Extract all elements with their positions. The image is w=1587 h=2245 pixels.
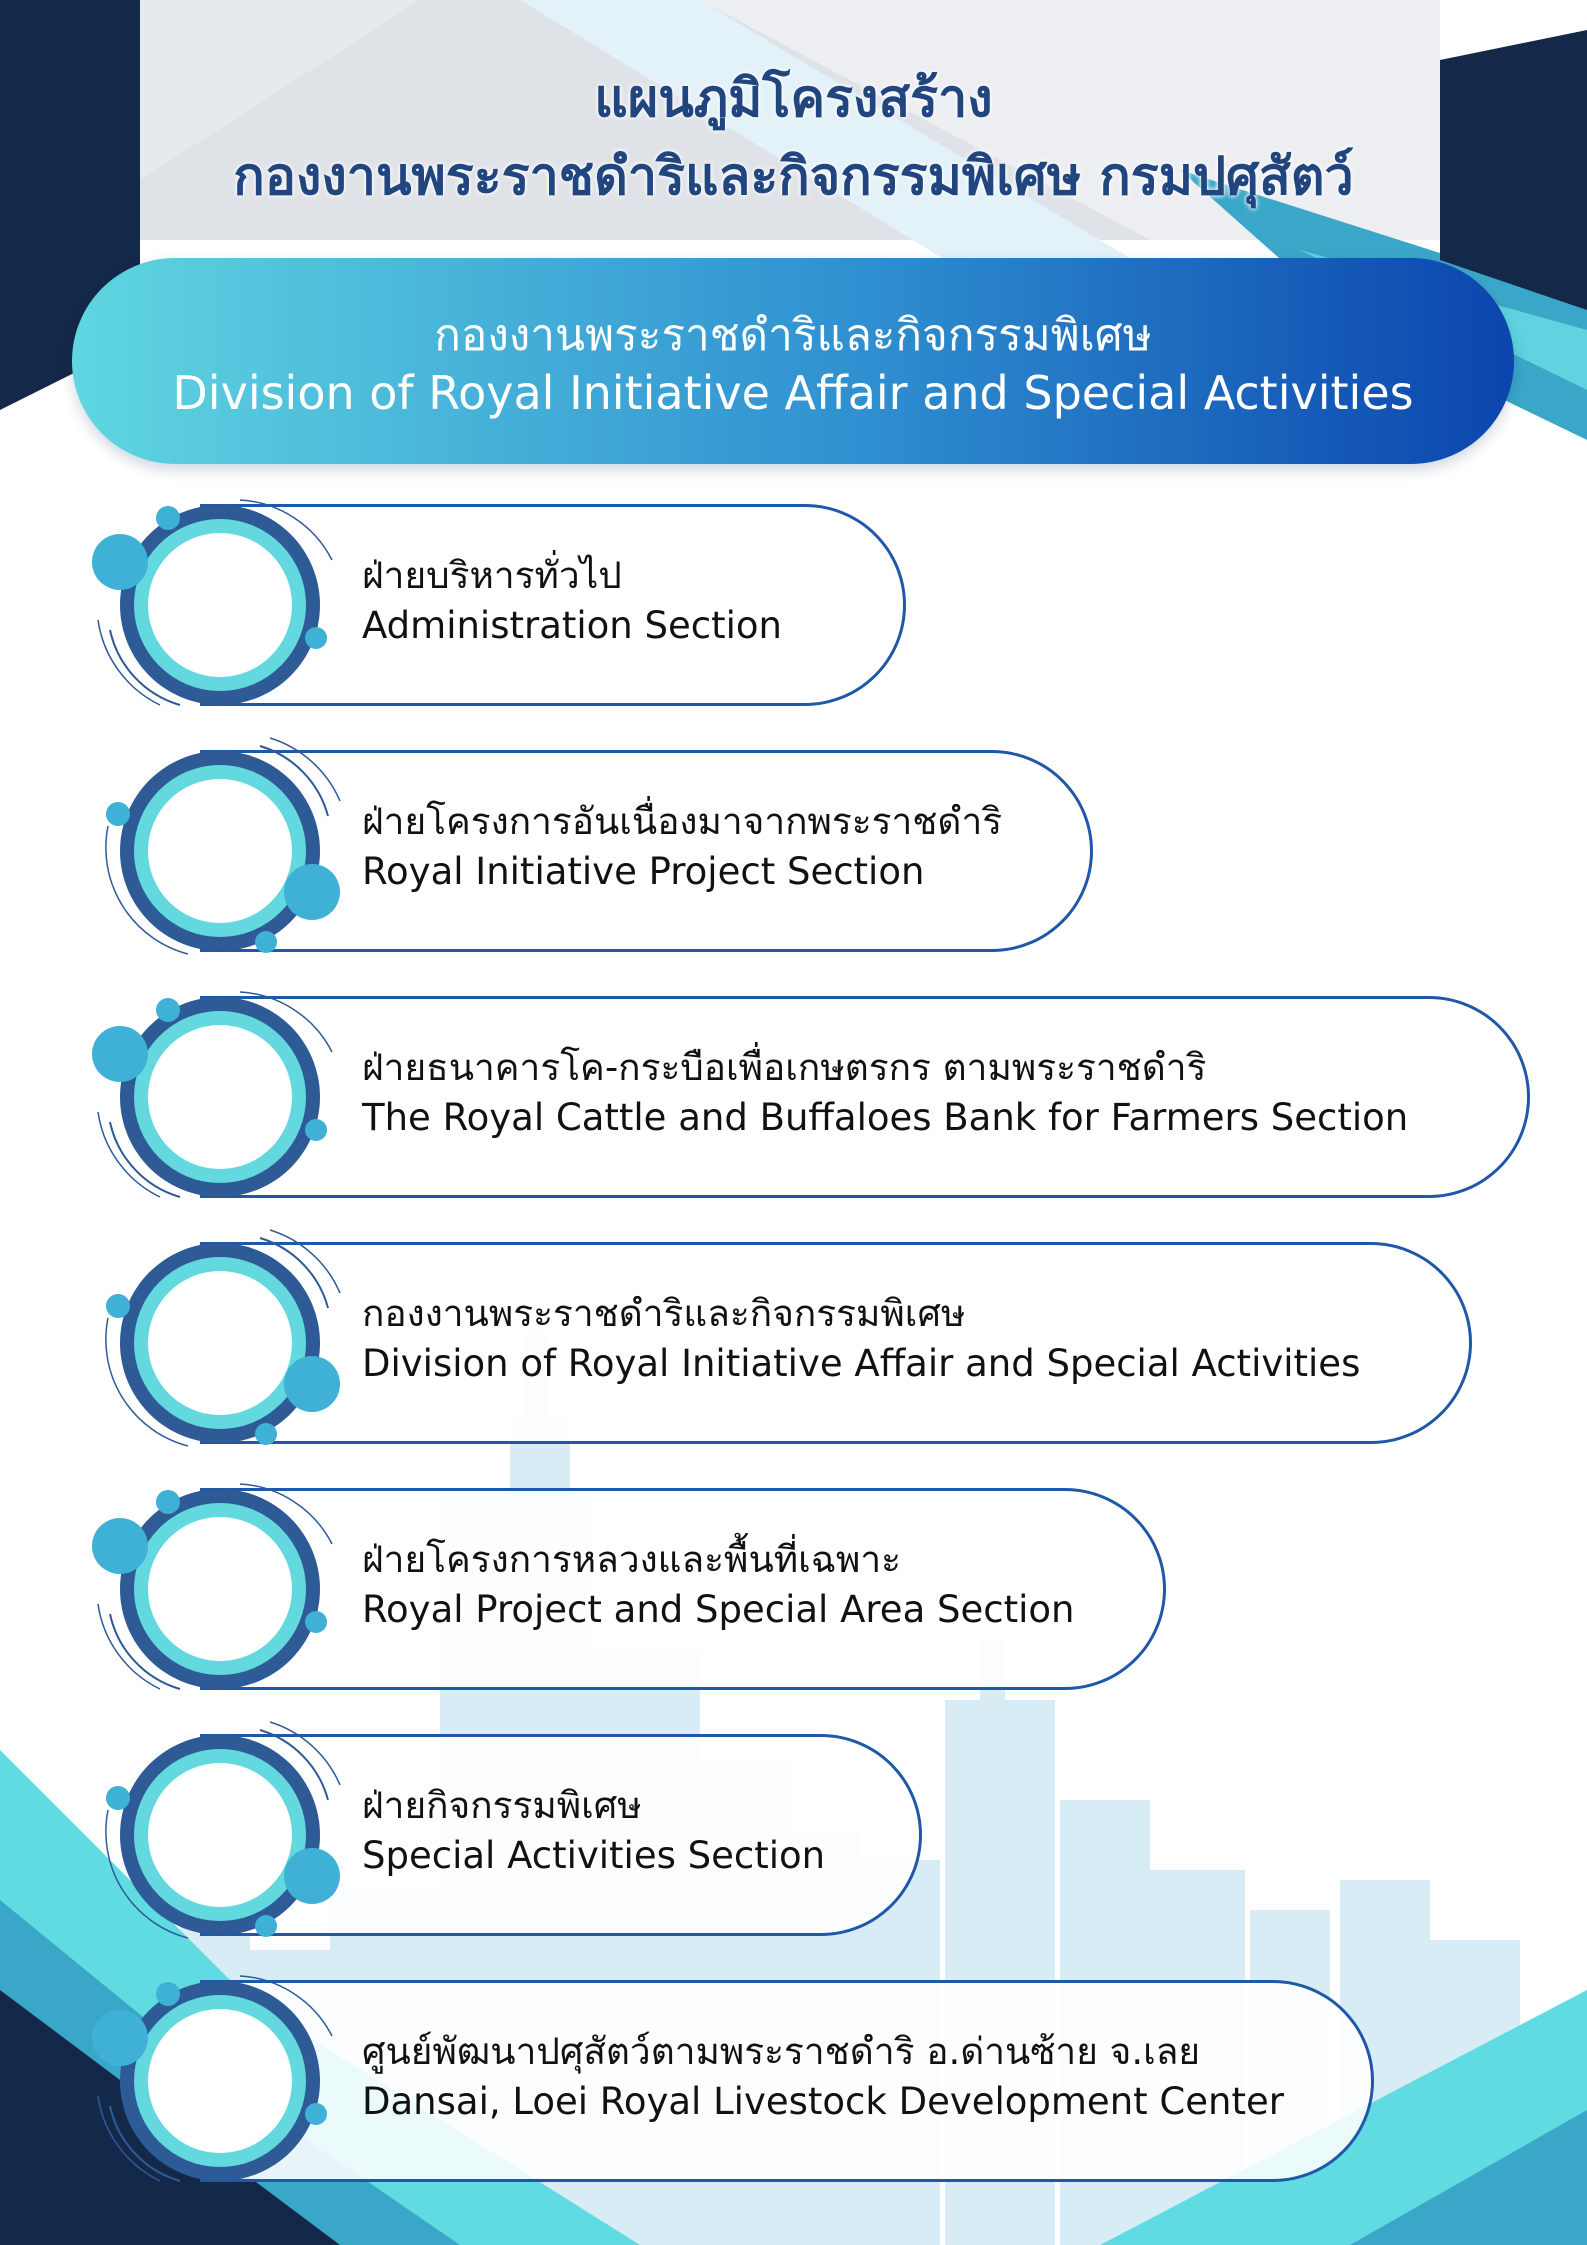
section-pill [200, 996, 1530, 1198]
section-item-royal-initiative-division: กองงานพระราชดำริและกิจกรรมพิเศษ Division… [0, 1229, 1587, 1448]
section-name-en: Dansai, Loei Royal Livestock Development… [362, 2080, 1284, 2123]
section-pill [200, 1488, 1166, 1690]
section-name-en: The Royal Cattle and Buffaloes Bank for … [362, 1096, 1409, 1139]
section-item-royal-initiative-project: ฝ่ายโครงการอันเนื่องมาจากพระราชดำริ Roya… [0, 737, 1587, 956]
section-pill [200, 1242, 1472, 1444]
section-ring-icon [70, 1721, 370, 1940]
section-name-th: ศูนย์พัฒนาปศุสัตว์ตามพระราชดำริ อ.ด่านซ้… [362, 2030, 1201, 2073]
section-pill [200, 1980, 1374, 2182]
section-name-th: ฝ่ายธนาคารโค-กระบือเพื่อเกษตรกร ตามพระรา… [362, 1046, 1207, 1089]
section-ring-icon [70, 1975, 370, 2186]
section-item-dansai-livestock-center: ศูนย์พัฒนาปศุสัตว์ตามพระราชดำริ อ.ด่านซ้… [0, 1975, 1587, 2186]
section-name-en: Special Activities Section [362, 1834, 826, 1877]
division-name-en: Division of Royal Initiative Affair and … [172, 366, 1414, 420]
section-name-en: Division of Royal Initiative Affair and … [362, 1342, 1361, 1385]
section-name-th: ฝ่ายโครงการหลวงและพื้นที่เฉพาะ [362, 1538, 902, 1581]
division-banner: กองงานพระราชดำริและกิจกรรมพิเศษ Division… [72, 258, 1514, 464]
chart-title-line2: กองงานพระราชดำริและกิจกรรมพิเศษ กรมปศุสั… [233, 147, 1354, 207]
section-name-th: ฝ่ายบริหารทั่วไป [362, 554, 622, 597]
section-ring-icon [70, 737, 370, 956]
division-name-th: กองงานพระราชดำริและกิจกรรมพิเศษ [434, 310, 1152, 361]
section-name-th: ฝ่ายโครงการอันเนื่องมาจากพระราชดำริ [362, 800, 1003, 843]
section-item-cattle-buffaloes-bank: ฝ่ายธนาคารโค-กระบือเพื่อเกษตรกร ตามพระรา… [0, 991, 1587, 1202]
section-name-en: Royal Project and Special Area Section [362, 1588, 1075, 1631]
section-name-en: Administration Section [362, 604, 782, 647]
section-item-administration: ฝ่ายบริหารทั่วไป Administration Section [0, 499, 1587, 710]
chart-title-line1: แผนภูมิโครงสร้าง [594, 69, 993, 129]
section-pill [200, 750, 1093, 952]
section-name-th: ฝ่ายกิจกรรมพิเศษ [362, 1784, 642, 1827]
section-ring-icon [70, 1483, 370, 1694]
section-item-royal-project-special-area: ฝ่ายโครงการหลวงและพื้นที่เฉพาะ Royal Pro… [0, 1483, 1587, 1694]
section-ring-icon [70, 991, 370, 1202]
section-ring-icon [70, 499, 370, 710]
section-name-th: กองงานพระราชดำริและกิจกรรมพิเศษ [362, 1292, 966, 1335]
section-item-special-activities: ฝ่ายกิจกรรมพิเศษ Special Activities Sect… [0, 1721, 1587, 1940]
section-name-en: Royal Initiative Project Section [362, 850, 925, 893]
section-ring-icon [70, 1229, 370, 1448]
